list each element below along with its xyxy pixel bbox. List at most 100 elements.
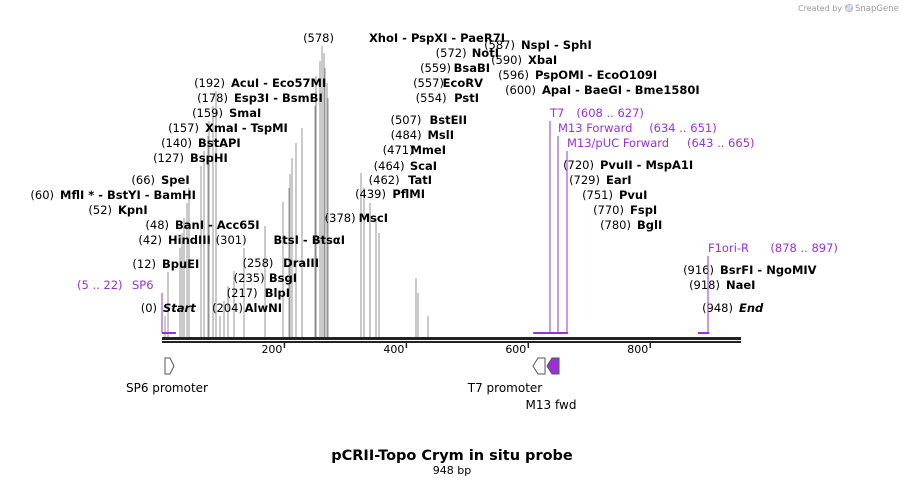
site-name: BsrFI - NgoMIV xyxy=(720,263,817,277)
site-name: BsgI xyxy=(269,271,297,285)
site-position: (729) xyxy=(569,173,600,187)
site-xmai-tspmi: (157)XmaI - TspMI xyxy=(168,121,288,135)
primer-range: (5 .. 22) xyxy=(77,278,123,292)
site-position: (42) xyxy=(138,233,162,247)
site-mfli-bstyi-bamhi: (60) MflI * - BstYI - BamHI xyxy=(30,188,196,202)
site-name: Esp3I - BsmBI xyxy=(234,91,323,105)
site-smai: (159)SmaI xyxy=(192,106,261,120)
primer-sp6: (5 .. 22) SP6 xyxy=(77,278,176,334)
site-end: (948)End xyxy=(702,301,764,315)
site-name: DraIII xyxy=(283,256,319,270)
site-name: BglI xyxy=(637,218,662,232)
primer-range: (878 .. 897) xyxy=(770,241,838,255)
arrow-left-icon xyxy=(546,357,560,375)
site-scai: ScaI(464) xyxy=(374,159,437,173)
site-name: MflI * - BstYI - BamHI xyxy=(60,188,196,202)
site-start: (0) Start xyxy=(141,301,197,315)
site-blpi: BlpI(217) xyxy=(227,286,290,300)
site-position: (0) xyxy=(141,301,157,315)
feature-label: M13 fwd xyxy=(526,398,577,412)
snapgene-credit: Created by SnapGene xyxy=(798,4,899,14)
site-bsteii: BstEII (507) xyxy=(390,113,467,127)
site-position: (484) xyxy=(391,128,422,142)
site-position: (557) xyxy=(413,76,444,90)
site-name: FspI xyxy=(630,203,657,217)
site-name: BpuEI xyxy=(162,257,199,271)
site-position: (587) xyxy=(484,38,515,52)
site-position: (916) xyxy=(683,263,714,277)
site-bsrfi-ngomiv: (916) BsrFI - NgoMIV xyxy=(683,263,817,277)
primer-m13-forward: M13 Forward(634 .. 651) xyxy=(549,121,717,334)
site-position: (378) xyxy=(325,211,356,225)
ruler-tick-label: 200 xyxy=(261,343,282,356)
site-alwni: AlwNI(204) xyxy=(212,301,282,315)
credit-text: Created by xyxy=(798,4,842,13)
site-position: (217) xyxy=(227,286,258,300)
site-position: (559) xyxy=(420,61,451,75)
site-name: EarI xyxy=(606,173,632,187)
site-name: PflMI xyxy=(392,187,425,201)
backbone-bottom-strand xyxy=(162,341,741,343)
site-position: (720) xyxy=(563,158,594,172)
site-xbai: (590) XbaI xyxy=(491,53,557,67)
feature-sp6-promoter: SP6 promoter xyxy=(126,357,208,395)
site-position: (471) xyxy=(383,143,414,157)
site-name: Start xyxy=(163,301,196,315)
site-position: (600) xyxy=(505,83,536,97)
restriction-sites: (0)Start(12)BpuEI(42)HindIII(48)BanI - A… xyxy=(30,31,816,315)
arrow-left-icon xyxy=(532,357,546,375)
site-spei: (66)SpeI xyxy=(131,173,189,187)
site-name: PvuI xyxy=(619,188,647,202)
site-position: (60) xyxy=(30,188,54,202)
site-position: (178) xyxy=(197,91,228,105)
site-name: HindIII xyxy=(168,233,211,247)
site-position: (204) xyxy=(212,301,243,315)
site-position: (554) xyxy=(416,91,447,105)
site-pvuii-mspa1i: (720) PvuII - MspA1I xyxy=(563,158,693,172)
site-name: ApaI - BaeGI - Bme1580I xyxy=(542,83,700,97)
site-name: EcoRV xyxy=(443,76,483,90)
site-position: (258) xyxy=(242,256,273,270)
arrow-right-icon xyxy=(164,357,175,375)
site-name: XbaI xyxy=(528,53,557,67)
site-position: (507) xyxy=(390,113,421,127)
site-name: AlwNI xyxy=(245,301,282,315)
site-position: (301) xyxy=(216,233,247,247)
leader-lines xyxy=(164,46,429,337)
primer-name: SP6 xyxy=(132,278,154,292)
site-pspomi-ecoo109i: (596)PspOMI - EcoO109I xyxy=(498,68,657,82)
site-name: MmeI xyxy=(410,143,446,157)
site-mmei: MmeI(471) xyxy=(383,143,446,157)
primer-t7: T7(608 .. 627) xyxy=(533,106,644,334)
site-name: BspHI xyxy=(190,151,228,165)
primer-name: M13/pUC Forward xyxy=(567,136,669,150)
snapgene-logo-icon xyxy=(845,4,853,12)
site-name: BstEII xyxy=(429,113,467,127)
site-position: (590) xyxy=(491,53,522,67)
feature-t7-promoter: T7 promoter xyxy=(467,357,546,395)
site-tati: TatI(462) xyxy=(369,173,432,187)
site-position: (140) xyxy=(161,136,192,150)
site-name: NaeI xyxy=(726,278,755,292)
site-name: TatI xyxy=(408,173,432,187)
ruler-tick-label: 600 xyxy=(505,343,526,356)
site-position: (48) xyxy=(145,218,169,232)
site-esp3i-bsmbi: (178) Esp3I - BsmBI xyxy=(197,91,323,105)
site-position: (12) xyxy=(132,257,156,271)
feature-label: T7 promoter xyxy=(467,381,543,395)
site-position: (780) xyxy=(600,218,631,232)
site-eari: (729) EarI xyxy=(569,173,632,187)
map-title: pCRII-Topo Crym in situ probe xyxy=(331,448,573,464)
site-xhoi-pspxi-paer7i: XhoI - PspXI - PaeR7I(578) xyxy=(303,31,505,45)
site-name: BstAPI xyxy=(198,136,241,150)
site-position: (66) xyxy=(131,173,155,187)
site-name: PvuII - MspA1I xyxy=(600,158,693,172)
site-position: (192) xyxy=(194,76,225,90)
site-position: (439) xyxy=(355,187,386,201)
site-bsphi: (127)BspHI xyxy=(153,151,228,165)
site-naei: (918)NaeI xyxy=(689,278,755,292)
site-noti: NotI(572) xyxy=(436,46,499,60)
site-ecorv: EcoRV(557) xyxy=(413,76,483,90)
site-draiii: DraIII (258) xyxy=(242,256,319,270)
